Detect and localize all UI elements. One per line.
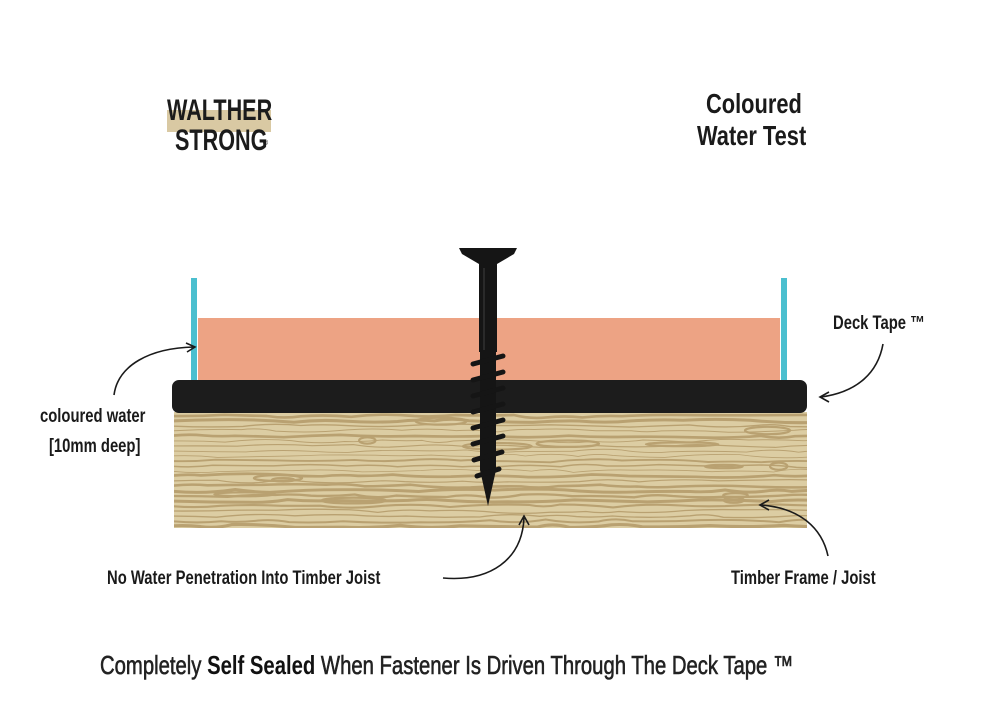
grain-line <box>174 508 807 515</box>
screw-icon <box>459 248 517 506</box>
water-arrow <box>113 346 195 396</box>
penetration-arrow-head <box>518 514 530 526</box>
grain-line <box>174 479 807 484</box>
grain-line <box>174 417 807 425</box>
water-arrow-head <box>185 342 197 353</box>
grain-line <box>174 428 807 433</box>
logo-line-2: STRONG <box>175 124 268 157</box>
logo-highlight <box>167 110 271 132</box>
grain-line <box>174 423 807 428</box>
grain-knot <box>769 461 789 471</box>
grain-knot <box>270 476 296 483</box>
grain-line <box>174 448 807 454</box>
caption-part-1: Completely <box>100 650 208 681</box>
grain-knot <box>644 441 720 448</box>
grain-line <box>174 453 807 459</box>
grain-line <box>174 458 807 464</box>
grain-line <box>174 513 807 519</box>
caption-part-3: When Fastener Is Driven Through The Deck… <box>315 650 794 681</box>
grain-line <box>174 503 807 509</box>
timber-arrow-head <box>758 499 770 511</box>
logo-registered-mark: ® <box>263 140 269 147</box>
grain-knot <box>461 441 533 451</box>
caption-emphasis: Self Sealed <box>207 650 316 680</box>
grain-knot <box>414 416 468 426</box>
grain-knot <box>320 496 388 505</box>
arrow-icon <box>113 342 884 580</box>
left-wall <box>191 278 197 384</box>
grain-knot <box>535 439 601 449</box>
timber-arrow <box>760 504 829 557</box>
walther-strong-logo: WALTHER STRONG ® <box>167 94 277 157</box>
grain-knot <box>743 425 792 436</box>
grain-knot <box>703 463 744 470</box>
water-depth-label: [10mm deep] <box>49 436 141 457</box>
caption: Completely Self Sealed When Fastener Is … <box>100 650 794 681</box>
timber-frame-label: Timber Frame / Joist <box>731 568 876 589</box>
grain-line <box>174 468 807 473</box>
grain-line <box>174 463 807 469</box>
penetration-arrow <box>442 517 525 580</box>
grain-knot <box>357 436 377 445</box>
timber-joist <box>174 412 807 528</box>
coloured-water-label: coloured water <box>40 406 146 427</box>
tape-arrow <box>820 343 884 398</box>
tape-arrow-head <box>818 391 830 403</box>
grain-line <box>174 522 807 528</box>
grain-knot <box>213 491 277 498</box>
grain-line <box>174 518 807 524</box>
right-wall <box>781 278 787 384</box>
grain-line <box>174 497 807 504</box>
title-line-2: Water Test <box>697 120 807 151</box>
title-line-1: Coloured <box>706 88 802 119</box>
grain-knot <box>722 492 749 499</box>
deck-tape-label: Deck Tape ™ <box>833 313 925 334</box>
no-penetration-label: No Water Penetration Into Timber Joist <box>107 568 381 589</box>
logo-line-1: WALTHER <box>167 94 273 127</box>
grain-line <box>174 482 807 489</box>
